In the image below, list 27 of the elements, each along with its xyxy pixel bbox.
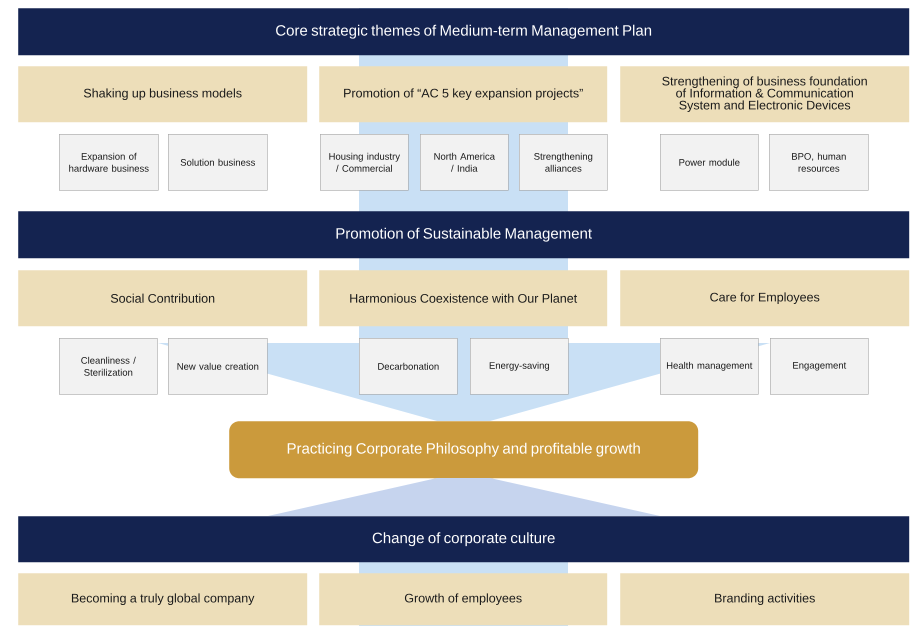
theme-header: Strengthening of business foundation of Information & Communication System and Electronic Devices (620, 66, 910, 122)
theme-header: Promotion of “AC 5 key expansion projects” (319, 66, 608, 122)
item-box: Power module (660, 134, 759, 191)
theme-header: Harmonious Coexistence with Our Planet (319, 270, 608, 326)
theme-header: Growth of employees (319, 573, 608, 626)
banner: Core strategic themes of Medium-term Management Plan (18, 8, 910, 56)
banner: Change of corporate culture (18, 516, 910, 562)
goal-box: Practicing Corporate Philosophy and profitable growth (229, 421, 698, 478)
theme-header: Becoming a truly global company (18, 573, 308, 626)
item-box: North America / India (420, 134, 509, 191)
item-box: Cleanliness / Sterilization (59, 338, 158, 395)
item-box: New value creation (168, 338, 268, 395)
item-box: Decarbonation (359, 338, 458, 395)
theme-header: Branding activities (620, 573, 910, 626)
item-box: Housing industry / Commercial (320, 134, 409, 191)
theme-header: Shaking up business models (18, 66, 308, 122)
funnel-shape (268, 478, 660, 516)
banner: Promotion of Sustainable Management (18, 211, 910, 258)
theme-header: Social Contribution (18, 270, 308, 326)
item-box: BPO, human resources (769, 134, 869, 191)
item-box: Energy-saving (470, 338, 569, 395)
item-box: Strengthening alliances (519, 134, 608, 191)
item-box: Expansion of hardware business (59, 134, 159, 191)
theme-header: Care for Employees (620, 270, 910, 326)
item-box: Engagement (770, 338, 869, 395)
item-box: Solution business (168, 134, 268, 191)
item-box: Health management (660, 338, 759, 395)
